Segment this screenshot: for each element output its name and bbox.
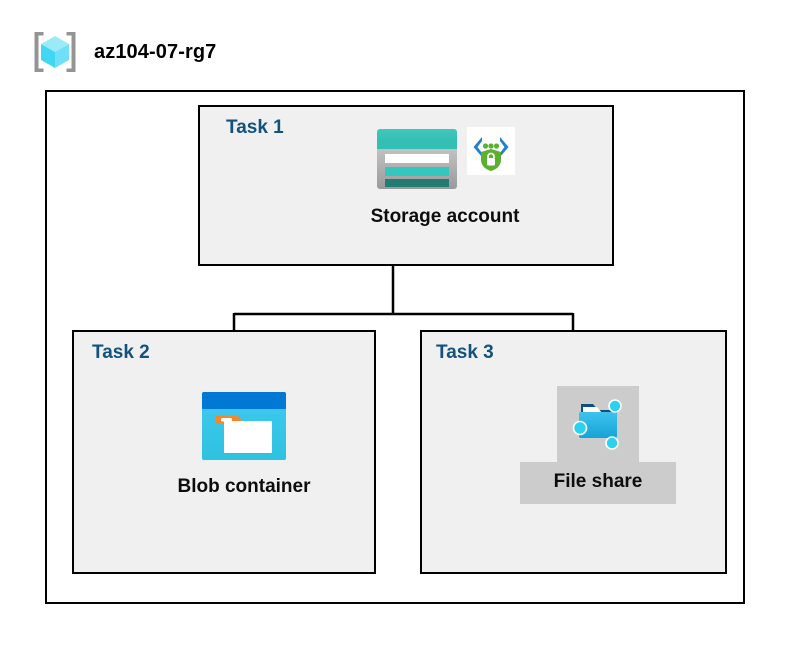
resource-group-icon	[34, 32, 76, 72]
task-panel-3[interactable]: Task 3	[420, 330, 727, 574]
task-label-1: Task 1	[226, 117, 284, 138]
file-share-icon	[572, 399, 622, 450]
task-label-3: Task 3	[436, 342, 494, 363]
resource-group-title-row: az104-07-rg7	[30, 27, 216, 77]
page-title: az104-07-rg7	[94, 40, 217, 63]
blob-container-icon	[202, 392, 286, 460]
file-share-icon-highlight	[557, 386, 639, 462]
node-blob-container[interactable]: Blob container	[154, 390, 334, 498]
node-caption-storage-account: Storage account	[370, 206, 520, 227]
storage-account-icon-group	[375, 127, 515, 199]
node-file-share[interactable]: File share	[508, 386, 688, 504]
node-caption-blob-container: Blob container	[177, 476, 311, 497]
task-label-2: Task 2	[92, 342, 150, 363]
node-storage-account[interactable]: Storage account	[350, 127, 540, 228]
task-panel-1[interactable]: Task 1	[198, 105, 614, 266]
node-caption-file-share: File share	[519, 462, 677, 504]
task-panel-2[interactable]: Task 2 Blob container	[72, 330, 376, 574]
secure-shield-lock-icon	[467, 127, 515, 175]
storage-account-icon	[377, 129, 457, 189]
